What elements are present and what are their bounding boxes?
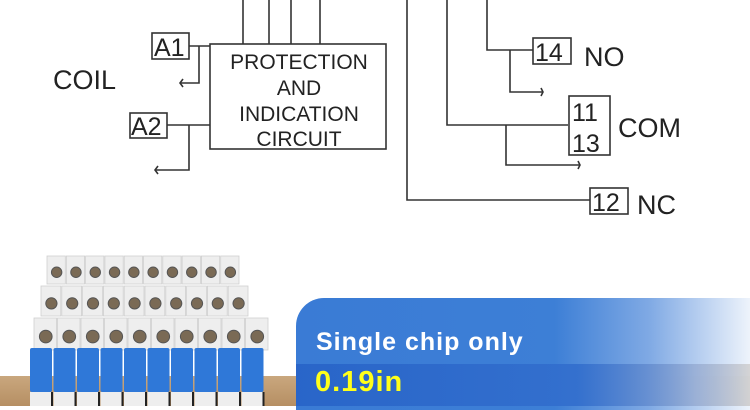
module-gap [98,392,100,406]
module-base [194,392,217,406]
label-nc: NC [637,190,676,220]
terminal-a1-box [151,32,190,60]
relay-modules [30,255,269,406]
screw-icon [107,297,120,310]
module-base [218,392,240,406]
screw-icon [149,297,162,310]
screw-icon [128,297,141,310]
terminal-12-box [589,187,629,215]
screw-icon [250,329,265,344]
blue-clip [77,348,99,392]
screw-icon [179,329,194,344]
screw-icon [45,297,58,310]
terminal-13: 13 [572,130,600,158]
blue-clip [171,348,193,392]
module-base [77,392,99,406]
module-gap [51,392,53,406]
screw-icon [70,266,82,278]
module-base [124,392,146,406]
screw-icon [147,266,159,278]
blue-clip [241,348,264,392]
screw-icon [50,266,63,278]
info-banner-lower [296,364,750,406]
banner-title: Single chip only [316,328,524,356]
module-base [241,392,264,406]
blue-clip [218,348,240,392]
terminal-11: 11 [572,99,598,127]
terminal-11-13-box [568,95,611,156]
coil-label: COIL [53,65,116,95]
screw-icon [38,329,53,344]
box-line-4: CIRCUIT [256,128,341,151]
module-base [100,392,123,406]
screw-icon [186,266,198,278]
screw-icon [109,329,124,344]
screw-icon [211,297,224,310]
screw-icon [85,329,100,344]
screw-icon [89,266,101,278]
terminal-12: 12 [592,189,620,217]
label-no: NO [584,42,625,72]
terminal-a2-box [129,112,168,139]
screw-icon [156,329,171,344]
blue-clip [53,348,76,392]
screw-icon [62,329,77,344]
relay-schematic: COIL A1 A2 PROTECTION AND INDICATION CIR… [53,0,681,220]
blue-clip [194,348,217,392]
screw-icon [128,266,140,278]
blue-clip [147,348,170,392]
module-gap [215,392,218,406]
module-gap [168,392,171,406]
module-gap [262,392,265,406]
screw-icon [170,297,183,310]
blue-clip [124,348,146,392]
terminal-14: 14 [535,39,563,67]
terminal-a2: A2 [131,113,162,141]
terminal-14-box [532,37,572,65]
blue-clip [30,348,52,392]
screw-icon [166,266,179,278]
banner-value: 0.19in [315,366,404,398]
module-base [147,392,170,406]
module-base [171,392,193,406]
screw-icon [205,266,217,278]
module-gap [145,392,147,406]
module-base [30,392,52,406]
terminal-a1: A1 [154,34,185,62]
module-gap [239,392,241,406]
screw-icon [226,329,241,344]
blue-clip [100,348,123,392]
screw-icon [190,297,204,310]
module-gap [192,392,194,406]
module-gap [121,392,124,406]
screw-icon [203,329,218,344]
module-gap [74,392,77,406]
screw-icon [232,297,245,310]
screw-icon [132,329,147,344]
screw-icon [86,297,100,310]
screw-icon [108,266,121,278]
box-line-1: PROTECTION [230,51,368,74]
box-line-3: INDICATION [239,103,359,126]
box-line-2: AND [277,77,321,100]
module-base [53,392,76,406]
label-com: COM [618,113,681,143]
protection-circuit-box [209,43,387,150]
screw-icon [66,297,79,310]
screw-icon [224,266,237,278]
